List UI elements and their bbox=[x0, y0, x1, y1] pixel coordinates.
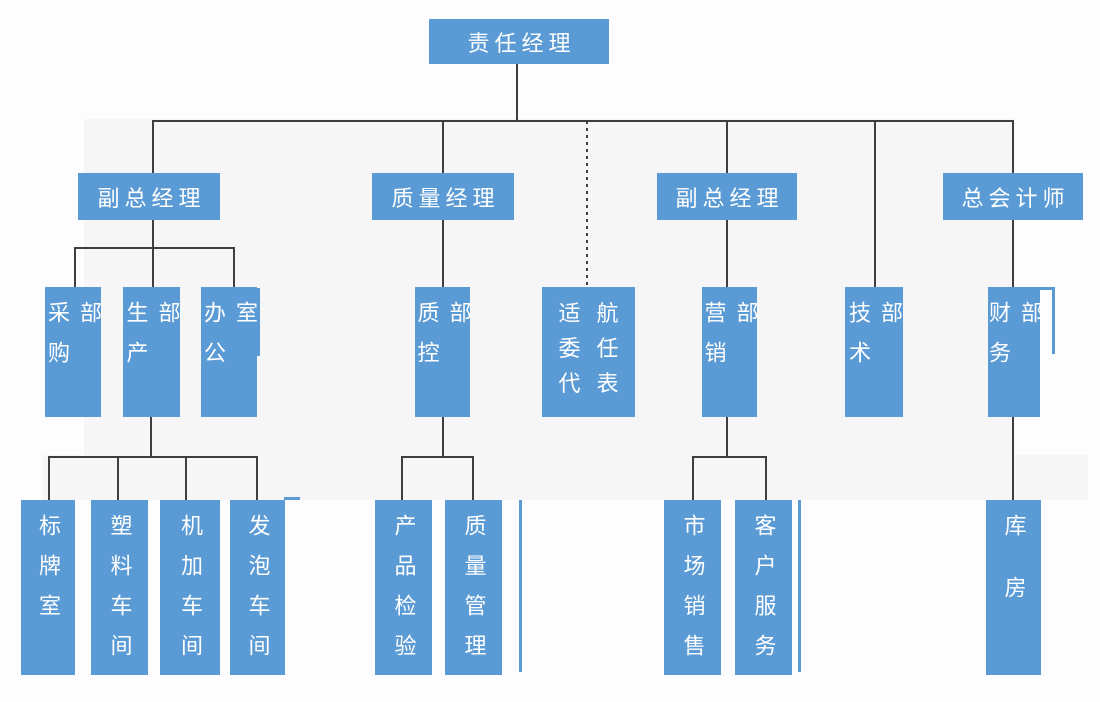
org-node-label-line: 代表 bbox=[558, 371, 635, 396]
connector-finance-to-warehouse bbox=[1012, 417, 1014, 500]
org-node-quality-management: 质量管理 bbox=[445, 500, 502, 675]
org-node-label-line: 适航 bbox=[558, 301, 635, 326]
connector-drop-market-sales bbox=[692, 456, 694, 500]
connector-drop-customer-service bbox=[765, 456, 767, 500]
connector-drop-purchasing bbox=[74, 247, 76, 287]
connector-marketing-horizontal bbox=[692, 456, 767, 458]
connector-drop-quality-management bbox=[472, 456, 474, 500]
connector-drop-office bbox=[233, 247, 235, 287]
connector-marketing-down bbox=[726, 417, 728, 457]
org-node-office: 办公室 bbox=[201, 287, 258, 417]
artifact-line-finance-right bbox=[1052, 287, 1055, 354]
org-node-purchasing: 采购部 bbox=[45, 287, 102, 417]
connector-accountant-to-finance bbox=[1012, 220, 1014, 287]
connector-drop-sign-room bbox=[48, 456, 50, 500]
connector-drop-production bbox=[152, 247, 154, 287]
connector-drop-plastics bbox=[117, 456, 119, 500]
org-node-label: 副总经理 bbox=[97, 185, 206, 211]
org-node-deputy-gm-left: 副总经理 bbox=[78, 173, 220, 220]
artifact-line-cs-right bbox=[798, 500, 801, 672]
connector-drop-foaming bbox=[256, 456, 258, 500]
connector-production-horizontal bbox=[48, 456, 258, 458]
org-node-plastics-workshop: 塑料车间 bbox=[91, 500, 148, 675]
org-node-production: 生产部 bbox=[123, 287, 181, 417]
connector-drop-chief-accountant bbox=[1012, 120, 1014, 173]
connector-production-down bbox=[150, 417, 152, 457]
artifact-line-foaming-top bbox=[284, 497, 300, 500]
org-node-chief-accountant: 总会计师 bbox=[943, 173, 1083, 220]
org-node-finance: 财务部 bbox=[986, 287, 1043, 417]
org-node-product-inspection: 产品检验 bbox=[375, 500, 432, 675]
org-node-technology: 技术部 bbox=[845, 287, 903, 417]
org-node-marketing: 营销部 bbox=[702, 287, 759, 417]
connector-qc-down bbox=[442, 417, 444, 457]
org-node-label: 质量经理 bbox=[391, 185, 500, 211]
connector-drop-deputy-left bbox=[152, 120, 154, 173]
artifact-line-finance-top bbox=[1040, 287, 1055, 290]
connector-drop-quality-manager bbox=[442, 120, 444, 173]
org-node-responsible-manager: 责任经理 bbox=[429, 19, 609, 64]
connector-dashed-airworthiness bbox=[586, 121, 588, 287]
org-node-machining-workshop: 机加车间 bbox=[160, 500, 220, 675]
org-node-label: 总会计师 bbox=[961, 185, 1070, 211]
connector-deputy-right-to-marketing bbox=[726, 220, 728, 287]
connector-qc-horizontal bbox=[401, 456, 474, 458]
org-node-market-sales: 市场销售 bbox=[664, 500, 721, 675]
artifact-line-qm-right bbox=[519, 500, 522, 672]
connector-deputy-left-horizontal bbox=[74, 247, 235, 249]
artifact-line-office-right bbox=[257, 288, 260, 356]
connector-quality-to-qc bbox=[442, 220, 444, 287]
connector-main-horizontal bbox=[152, 120, 1014, 122]
connector-root-down bbox=[516, 64, 518, 122]
connector-drop-technology bbox=[874, 120, 876, 287]
org-node-sign-room: 标牌室 bbox=[21, 500, 75, 675]
backdrop-panel-lower-band bbox=[43, 455, 1088, 500]
org-node-quality-manager: 质量经理 bbox=[372, 173, 514, 220]
org-node-label: 副总经理 bbox=[675, 185, 784, 211]
connector-deputy-left-down bbox=[152, 220, 154, 248]
org-node-quality-control: 质控部 bbox=[415, 287, 472, 417]
connector-drop-deputy-right bbox=[726, 120, 728, 173]
org-node-label-line: 委任 bbox=[558, 336, 635, 361]
connector-drop-machining bbox=[185, 456, 187, 500]
org-node-warehouse: 库房 bbox=[986, 500, 1041, 675]
org-node-foaming-workshop: 发泡车间 bbox=[230, 500, 285, 675]
org-node-label: 责任经理 bbox=[467, 30, 576, 56]
org-node-airworthiness-rep: 适航 委任 代表 bbox=[542, 287, 635, 417]
connector-drop-product-inspection bbox=[401, 456, 403, 500]
org-node-deputy-gm-right: 副总经理 bbox=[657, 173, 797, 220]
org-node-customer-service: 客户服务 bbox=[735, 500, 792, 675]
